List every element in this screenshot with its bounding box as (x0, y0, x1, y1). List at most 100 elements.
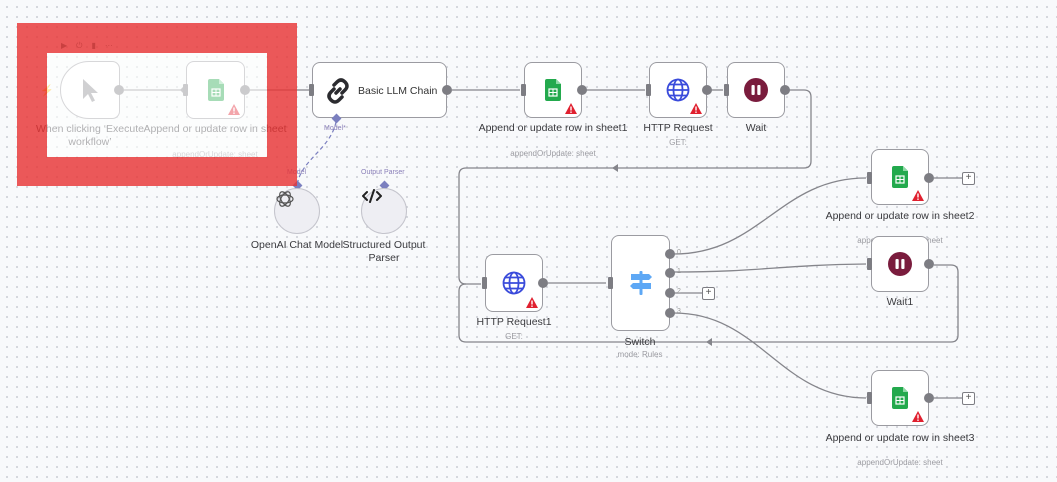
node-label: Wait (745, 122, 767, 134)
sheet3-output-handle[interactable] (924, 393, 934, 403)
globe-icon (666, 78, 690, 102)
http1-input-handle[interactable] (482, 277, 487, 289)
switch-input-handle[interactable] (608, 277, 613, 289)
node-wait1[interactable] (871, 236, 929, 292)
node-label: Structured Output Parser (342, 239, 426, 264)
arrow-loop-2 (706, 338, 712, 346)
llm-output-handle[interactable] (442, 85, 452, 95)
node-trigger[interactable] (60, 61, 120, 119)
switch-output-1[interactable] (665, 268, 675, 278)
node-basic-llm-chain[interactable]: Basic LLM Chain (312, 62, 447, 118)
node-subtitle: appendOrUpdate: sheet (510, 149, 596, 158)
code-icon (361, 189, 383, 203)
openai-icon (276, 191, 294, 207)
node-subtitle: appendOrUpdate: sheet (172, 150, 258, 159)
sheet1-input-handle[interactable] (521, 84, 526, 96)
node-label: Basic LLM Chain (358, 85, 438, 97)
add-node-button[interactable]: + (962, 172, 975, 185)
warning-icon (228, 104, 240, 115)
switch-output-label: 2 (677, 288, 681, 295)
switch-output-label: 1 (677, 268, 681, 275)
edge-openai-llm (296, 121, 337, 187)
warning-icon (690, 103, 702, 114)
node-http-request1[interactable] (485, 254, 543, 312)
power-icon[interactable]: ⏻ (76, 41, 83, 50)
switch-output-label: 3 (677, 308, 681, 315)
parser-port-label: Output Parser (361, 169, 405, 176)
cursor-icon (83, 79, 98, 102)
node-label: Switch (624, 336, 656, 348)
switch-output-2[interactable] (665, 288, 675, 298)
wait1-output-handle[interactable] (924, 259, 934, 269)
node-label: HTTP Request (643, 122, 713, 134)
edge-switch-1-wait1 (673, 263, 867, 273)
link-icon (327, 78, 349, 104)
add-node-button[interactable]: + (702, 287, 715, 300)
sheet2-output-handle[interactable] (924, 173, 934, 183)
more-icon[interactable]: ··· (104, 41, 113, 50)
warning-icon (526, 297, 538, 308)
wait-output-handle[interactable] (780, 85, 790, 95)
node-label: HTTP Request1 (476, 316, 552, 328)
node-label: Append or update row in sheet2 (825, 210, 975, 222)
node-sheet3[interactable] (871, 370, 929, 426)
node-label: Append or update row in sheet (143, 123, 287, 135)
http1-output-handle[interactable] (538, 278, 548, 288)
trigger-output-handle[interactable] (114, 85, 124, 95)
node-subtitle: mode: Rules (617, 350, 663, 359)
openai-port-label: Model (287, 169, 307, 176)
google-sheets-icon (545, 79, 561, 101)
warning-icon (565, 103, 577, 114)
node-subtitle: GET: (669, 138, 687, 147)
node-structured-output-parser[interactable] (361, 188, 407, 234)
node-http-request[interactable] (649, 62, 707, 118)
wait1-input-handle[interactable] (867, 258, 872, 270)
switch-output-3[interactable] (665, 308, 675, 318)
llm-model-port-label: Model* (324, 125, 346, 132)
node-sheet2[interactable] (871, 149, 929, 205)
sheet2-input-handle[interactable] (867, 172, 872, 184)
http-output-handle[interactable] (702, 85, 712, 95)
sheet0-input-handle[interactable] (183, 84, 188, 96)
sheet1-output-handle[interactable] (577, 85, 587, 95)
node-wait[interactable] (727, 62, 785, 118)
node-subtitle: GET: (505, 332, 523, 341)
warning-icon (912, 411, 924, 422)
node-label: Append or update row in sheet3 (825, 432, 975, 444)
signpost-icon (629, 271, 652, 295)
node-sheet0[interactable] (186, 61, 245, 119)
arrow-loop-1 (612, 164, 618, 172)
node-openai-chat-model[interactable] (274, 188, 320, 234)
node-label: Wait1 (886, 296, 914, 308)
node-label: Append or update row in sheet1 (478, 122, 628, 134)
edge-wait1-loop (458, 264, 959, 343)
google-sheets-icon (207, 79, 224, 101)
pause-icon (888, 252, 912, 276)
google-sheets-icon (892, 387, 908, 409)
sheet3-input-handle[interactable] (867, 392, 872, 404)
http-input-handle[interactable] (646, 84, 651, 96)
switch-output-0[interactable] (665, 249, 675, 259)
llm-input-handle[interactable] (309, 84, 314, 96)
trash-icon[interactable]: ▮ (91, 41, 96, 50)
globe-icon (502, 271, 526, 295)
add-node-button[interactable]: + (962, 392, 975, 405)
node-label: OpenAI Chat Model (250, 239, 344, 251)
trigger-bolt-icon: ⚡ (40, 85, 54, 97)
pause-icon (744, 78, 768, 102)
switch-output-label: 0 (677, 249, 681, 256)
edge-switch-3-sheet3 (673, 312, 867, 399)
wait-input-handle[interactable] (724, 84, 729, 96)
warning-icon (912, 190, 924, 201)
play-icon[interactable]: ▶ (61, 41, 68, 50)
node-switch[interactable] (611, 235, 670, 331)
google-sheets-icon (892, 166, 908, 188)
sheet0-output-handle[interactable] (240, 85, 250, 95)
edge-switch-0-sheet2 (673, 177, 867, 255)
node-subtitle: appendOrUpdate: sheet (857, 458, 943, 467)
node-sheet1[interactable] (524, 62, 582, 118)
node-toolbar: ▶ ⏻ ▮ ··· (61, 41, 113, 51)
edge-wait-loop (458, 89, 812, 285)
